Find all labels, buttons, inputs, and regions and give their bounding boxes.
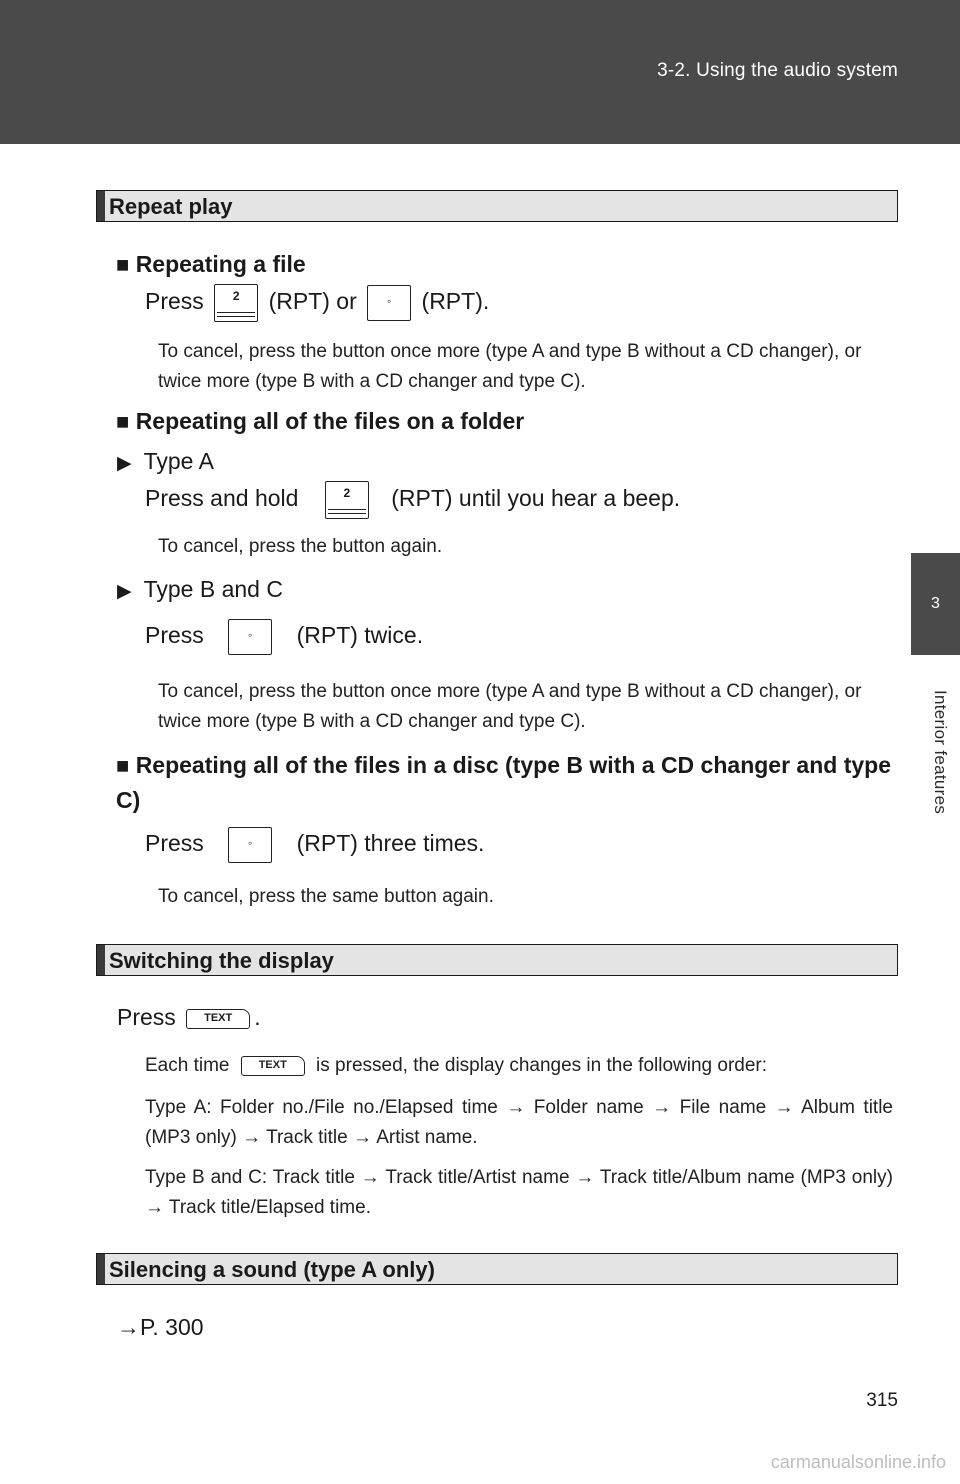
subheading-repeating-disc: ■ Repeating all of the files in a disc (… (116, 752, 891, 813)
note-disc: To cancel, press the same button again. (158, 886, 494, 907)
label-type-b-c: ▶ Type B and C (117, 576, 283, 602)
triangle-bullet-icon: ▶ (117, 453, 132, 474)
instruction-press-twice: Press ◦ (RPT) twice. (145, 619, 423, 655)
rpt-button-icon[interactable]: ◦ (228, 619, 273, 655)
instruction-press-three: Press ◦ (RPT) three times. (145, 827, 484, 863)
chapter-label: Interior features (931, 690, 950, 815)
chapter-tab[interactable]: 3 (911, 553, 960, 655)
note-display-type-b-c: Type B and C: Track title → Track title/… (145, 1167, 893, 1218)
text-button-icon[interactable]: TEXT (240, 1055, 305, 1076)
rpt-button-icon[interactable]: ◦ (228, 827, 273, 863)
section-title-silencing: Silencing a sound (type A only) (96, 1253, 898, 1285)
section-title-repeat-play: Repeat play (96, 190, 898, 222)
note-type-b-c: To cancel, press the button once more (t… (158, 681, 862, 732)
text-button-icon[interactable]: TEXT (186, 1008, 251, 1029)
note-display-type-a: Type A: Folder no./File no./Elapsed time… (145, 1097, 893, 1148)
label-type-a: ▶ Type A (117, 448, 214, 474)
rpt-button-icon[interactable]: ◦ (367, 285, 412, 321)
triangle-bullet-icon: ▶ (117, 581, 132, 602)
subheading-repeating-file: ■ Repeating a file (116, 251, 306, 277)
preset-button-2-icon[interactable]: 2 (324, 481, 369, 519)
page-number: 315 (866, 1390, 898, 1411)
page-reference-link[interactable]: →P. 300 (117, 1314, 204, 1340)
subheading-repeating-folder: ■ Repeating all of the files on a folder (116, 408, 525, 434)
section-title-switching-display: Switching the display (96, 944, 898, 976)
preset-button-2-icon[interactable]: 2 (214, 284, 259, 322)
page-header: 3-2. Using the audio system (0, 0, 960, 144)
note-each-time: Each time TEXT is pressed, the display c… (145, 1055, 768, 1076)
header-title: 3-2. Using the audio system (657, 60, 898, 81)
watermark: carmanualsonline.info (770, 1452, 946, 1472)
instruction-press-text: Press TEXT. (117, 1004, 261, 1030)
square-bullet-icon: ■ (116, 753, 130, 778)
note-type-a: To cancel, press the button again. (158, 536, 443, 557)
instruction-press-hold: Press and hold 2 (RPT) until you hear a … (145, 481, 680, 519)
square-bullet-icon: ■ (116, 252, 130, 277)
instruction-repeat-file: Press 2 (RPT) or ◦ (RPT). (145, 284, 489, 322)
note-repeat-file: To cancel, press the button once more (t… (158, 341, 862, 392)
square-bullet-icon: ■ (116, 409, 130, 434)
